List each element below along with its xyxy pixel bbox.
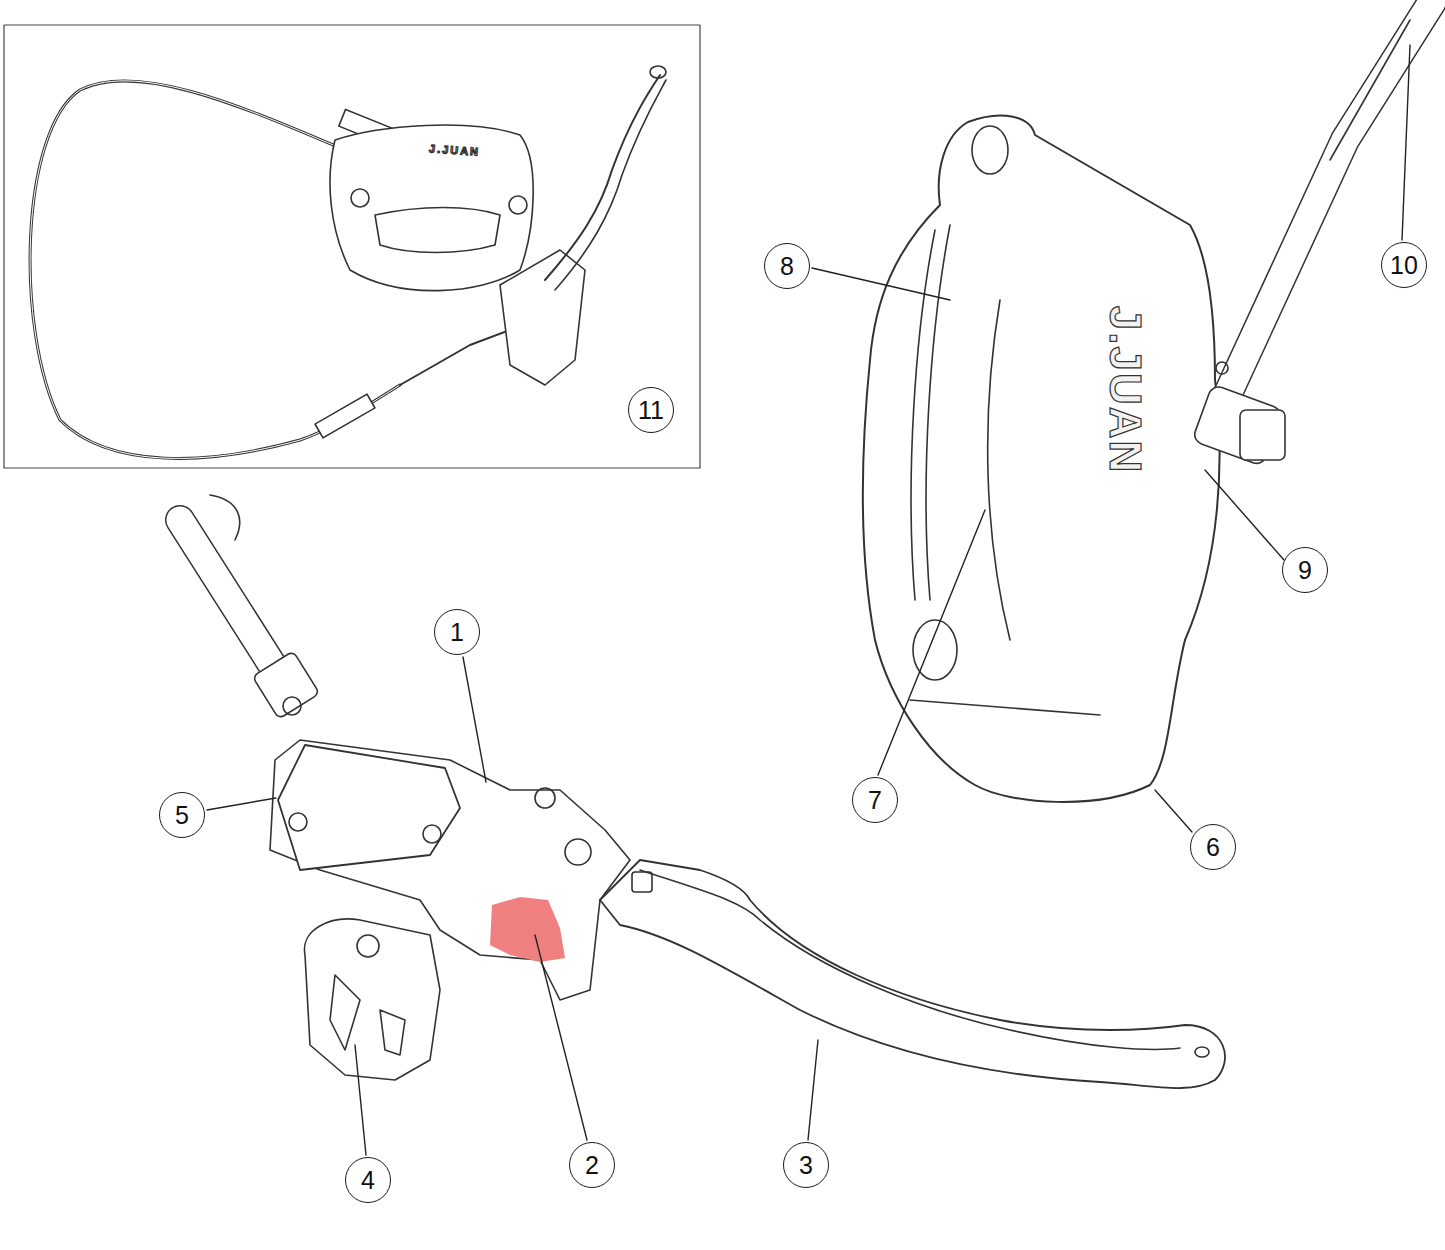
adjuster-dial [632,872,652,892]
hose-inner [180,520,285,685]
hose-seam [1330,20,1410,160]
hose [180,520,285,685]
cap-screw [423,825,441,843]
leader-line [1402,45,1410,240]
inset-frame [4,25,700,468]
callout-number: 8 [764,243,810,289]
callout-number: 3 [783,1142,829,1188]
leader-line [535,935,587,1140]
brake-caliper [863,116,1220,802]
leader-lines [207,45,1410,1155]
inset-caliper-hole [351,189,369,207]
leader-line [463,657,486,782]
inset-lever-edge [555,80,666,290]
pivot-bolt [565,839,591,865]
callout-number: 2 [569,1142,615,1188]
callout-number: 6 [1190,824,1236,870]
clamp-slot [380,1010,405,1055]
inset-caliper-piston [375,208,500,253]
banjo-fitting [252,651,319,719]
brand-logo: J.JUAN [1100,306,1150,475]
leader-line [1205,470,1284,560]
clamp-slot [330,975,360,1050]
hose-fitting [210,495,240,540]
cap-screw [289,813,307,831]
clamp-screw [357,935,379,957]
caliper-rib [910,700,1100,715]
leader-line [812,268,950,300]
callout-number: 4 [345,1157,391,1203]
caliper-hose-inner [1225,2,1432,400]
pad-edge [926,225,950,600]
callout-number: 11 [628,387,674,433]
lever-edge [640,870,1180,1049]
inset-hose-sleeve [315,394,375,438]
banjo-bolt [283,697,301,715]
banjo-bolt-head [1240,410,1285,460]
inset-caliper [330,125,533,291]
handlebar-clamp [304,919,440,1080]
callout-number: 5 [159,792,205,838]
callout-number: 7 [852,777,898,823]
inset-lever [545,75,660,280]
inset-hose-end [400,330,510,385]
leader-line [808,1040,818,1140]
caliper-hose [1225,2,1432,400]
pad-edge [911,230,935,600]
inset-lever-tip [650,66,666,78]
lever-tip-hole [1195,1047,1209,1057]
highlighted-part [490,897,565,962]
caliper-rib [988,300,1010,640]
callout-number: 1 [434,609,480,655]
bleed-nipple [1216,362,1228,374]
callout-number: 9 [1282,547,1328,593]
leader-line [878,510,985,775]
caliper-mount-hole [972,126,1008,174]
pivot-nut [535,788,555,808]
inset-caliper-hole [509,196,527,214]
callout-number: 10 [1381,242,1427,288]
leader-line [1155,790,1192,832]
brake-lever [600,860,1225,1088]
reservoir-cap [278,745,460,870]
leader-line [207,798,276,810]
leader-line [355,1045,366,1155]
